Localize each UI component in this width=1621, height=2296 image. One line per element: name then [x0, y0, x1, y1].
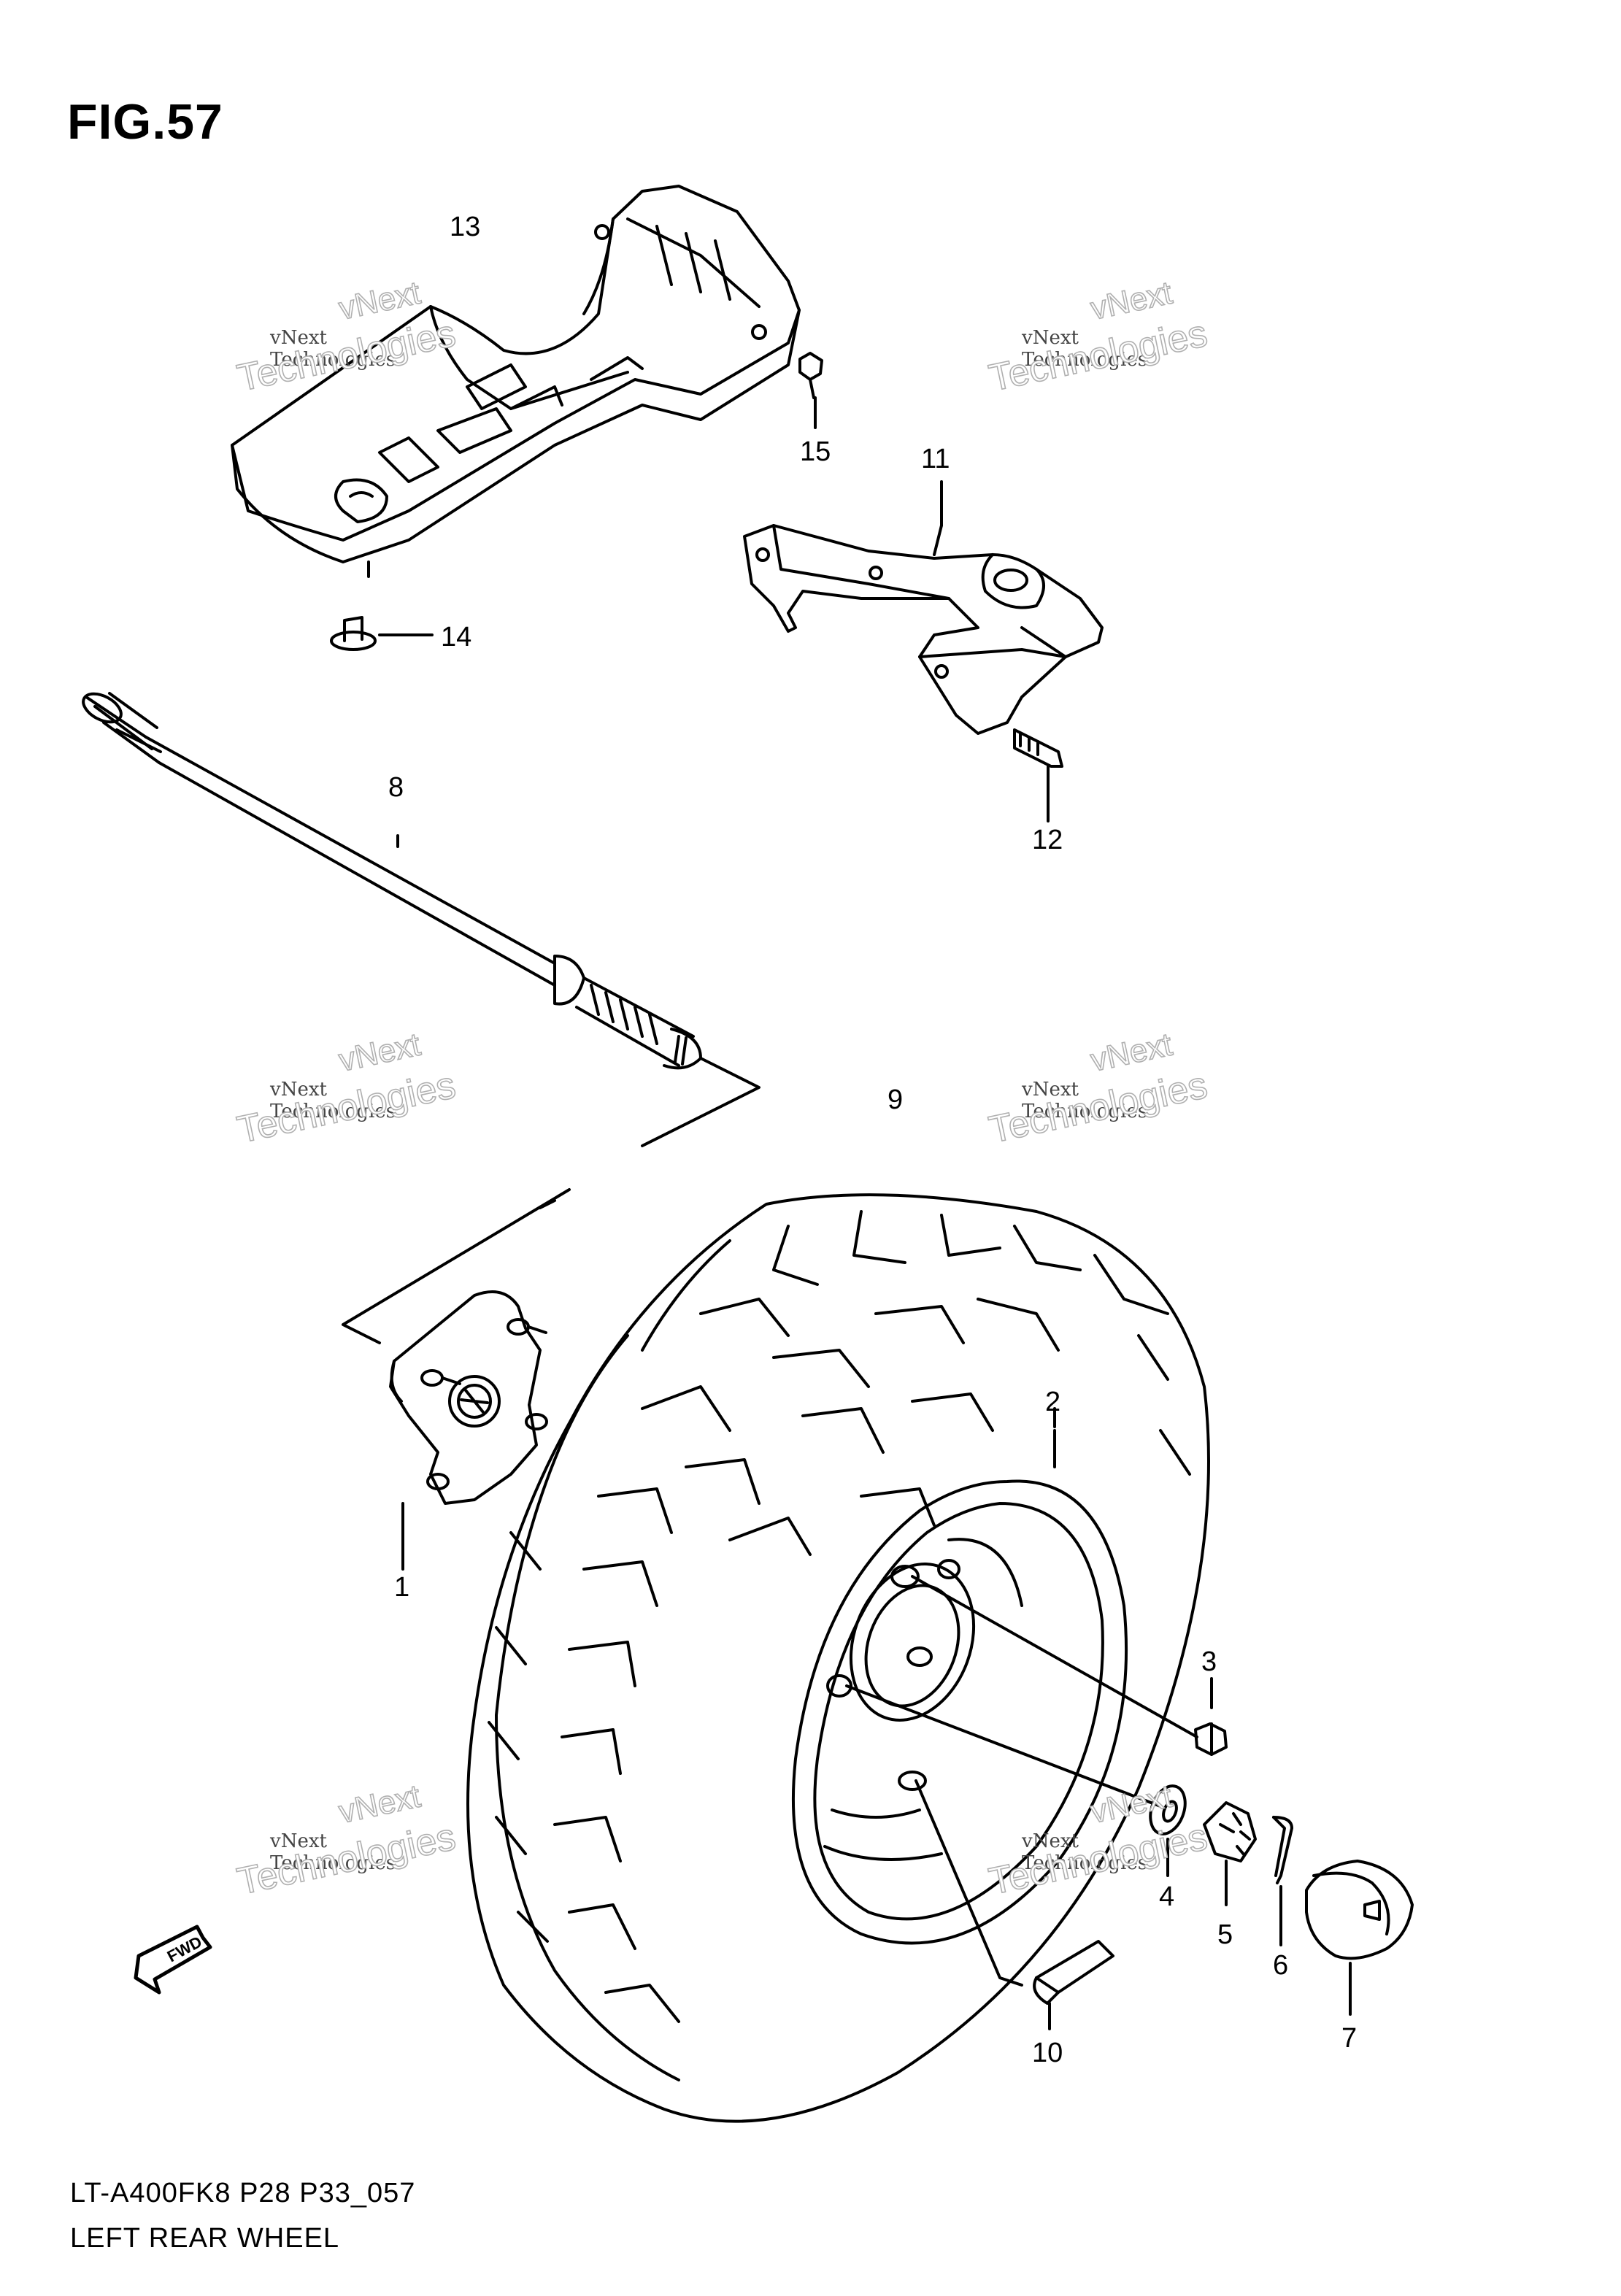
- figure-title: FIG.57: [67, 94, 223, 150]
- callout-13: 13: [450, 212, 481, 242]
- castle-nut-part: [1203, 1801, 1257, 1906]
- callout-7: 7: [1341, 2023, 1358, 2054]
- wheel-hub-part: [389, 1290, 548, 1571]
- skid-plate-part: [231, 185, 801, 578]
- callout-11: 11: [921, 444, 950, 474]
- callout-8: 8: [388, 772, 404, 803]
- callout-12: 12: [1032, 825, 1063, 855]
- alignment-line: [342, 1057, 761, 1344]
- leader-lines: [845, 1575, 1213, 1987]
- washer-part: [1149, 1784, 1187, 1877]
- cotter-pin-part: [1272, 1816, 1293, 1946]
- axle-shaft-part: [82, 692, 702, 1070]
- callout-2: 2: [1045, 1387, 1061, 1417]
- rim-part: [791, 1407, 1128, 1945]
- model-code: LT-A400FK8 P28 P33_057: [70, 2178, 416, 2208]
- callout-3: 3: [1201, 1646, 1217, 1677]
- callout-4: 4: [1159, 1881, 1175, 1912]
- callout-5: 5: [1217, 1919, 1233, 1950]
- bolt-12-part: [1013, 728, 1063, 823]
- callout-14: 14: [441, 622, 472, 652]
- hub-cap-part: [1305, 1860, 1414, 2016]
- callout-15: 15: [800, 436, 831, 467]
- fwd-arrow-icon: [134, 1925, 212, 1995]
- callout-9: 9: [887, 1085, 904, 1115]
- tire-part: [466, 1193, 1210, 2123]
- valve-part: [1033, 1940, 1114, 2030]
- bolt-15-part: [798, 352, 823, 429]
- nut-part: [1194, 1722, 1228, 1756]
- callout-1: 1: [394, 1572, 410, 1603]
- bolt-14-part: [330, 616, 434, 651]
- callout-10: 10: [1032, 2038, 1063, 2068]
- bracket-part: [743, 480, 1104, 735]
- callout-6: 6: [1273, 1950, 1289, 1981]
- figure-name: LEFT REAR WHEEL: [70, 2223, 340, 2254]
